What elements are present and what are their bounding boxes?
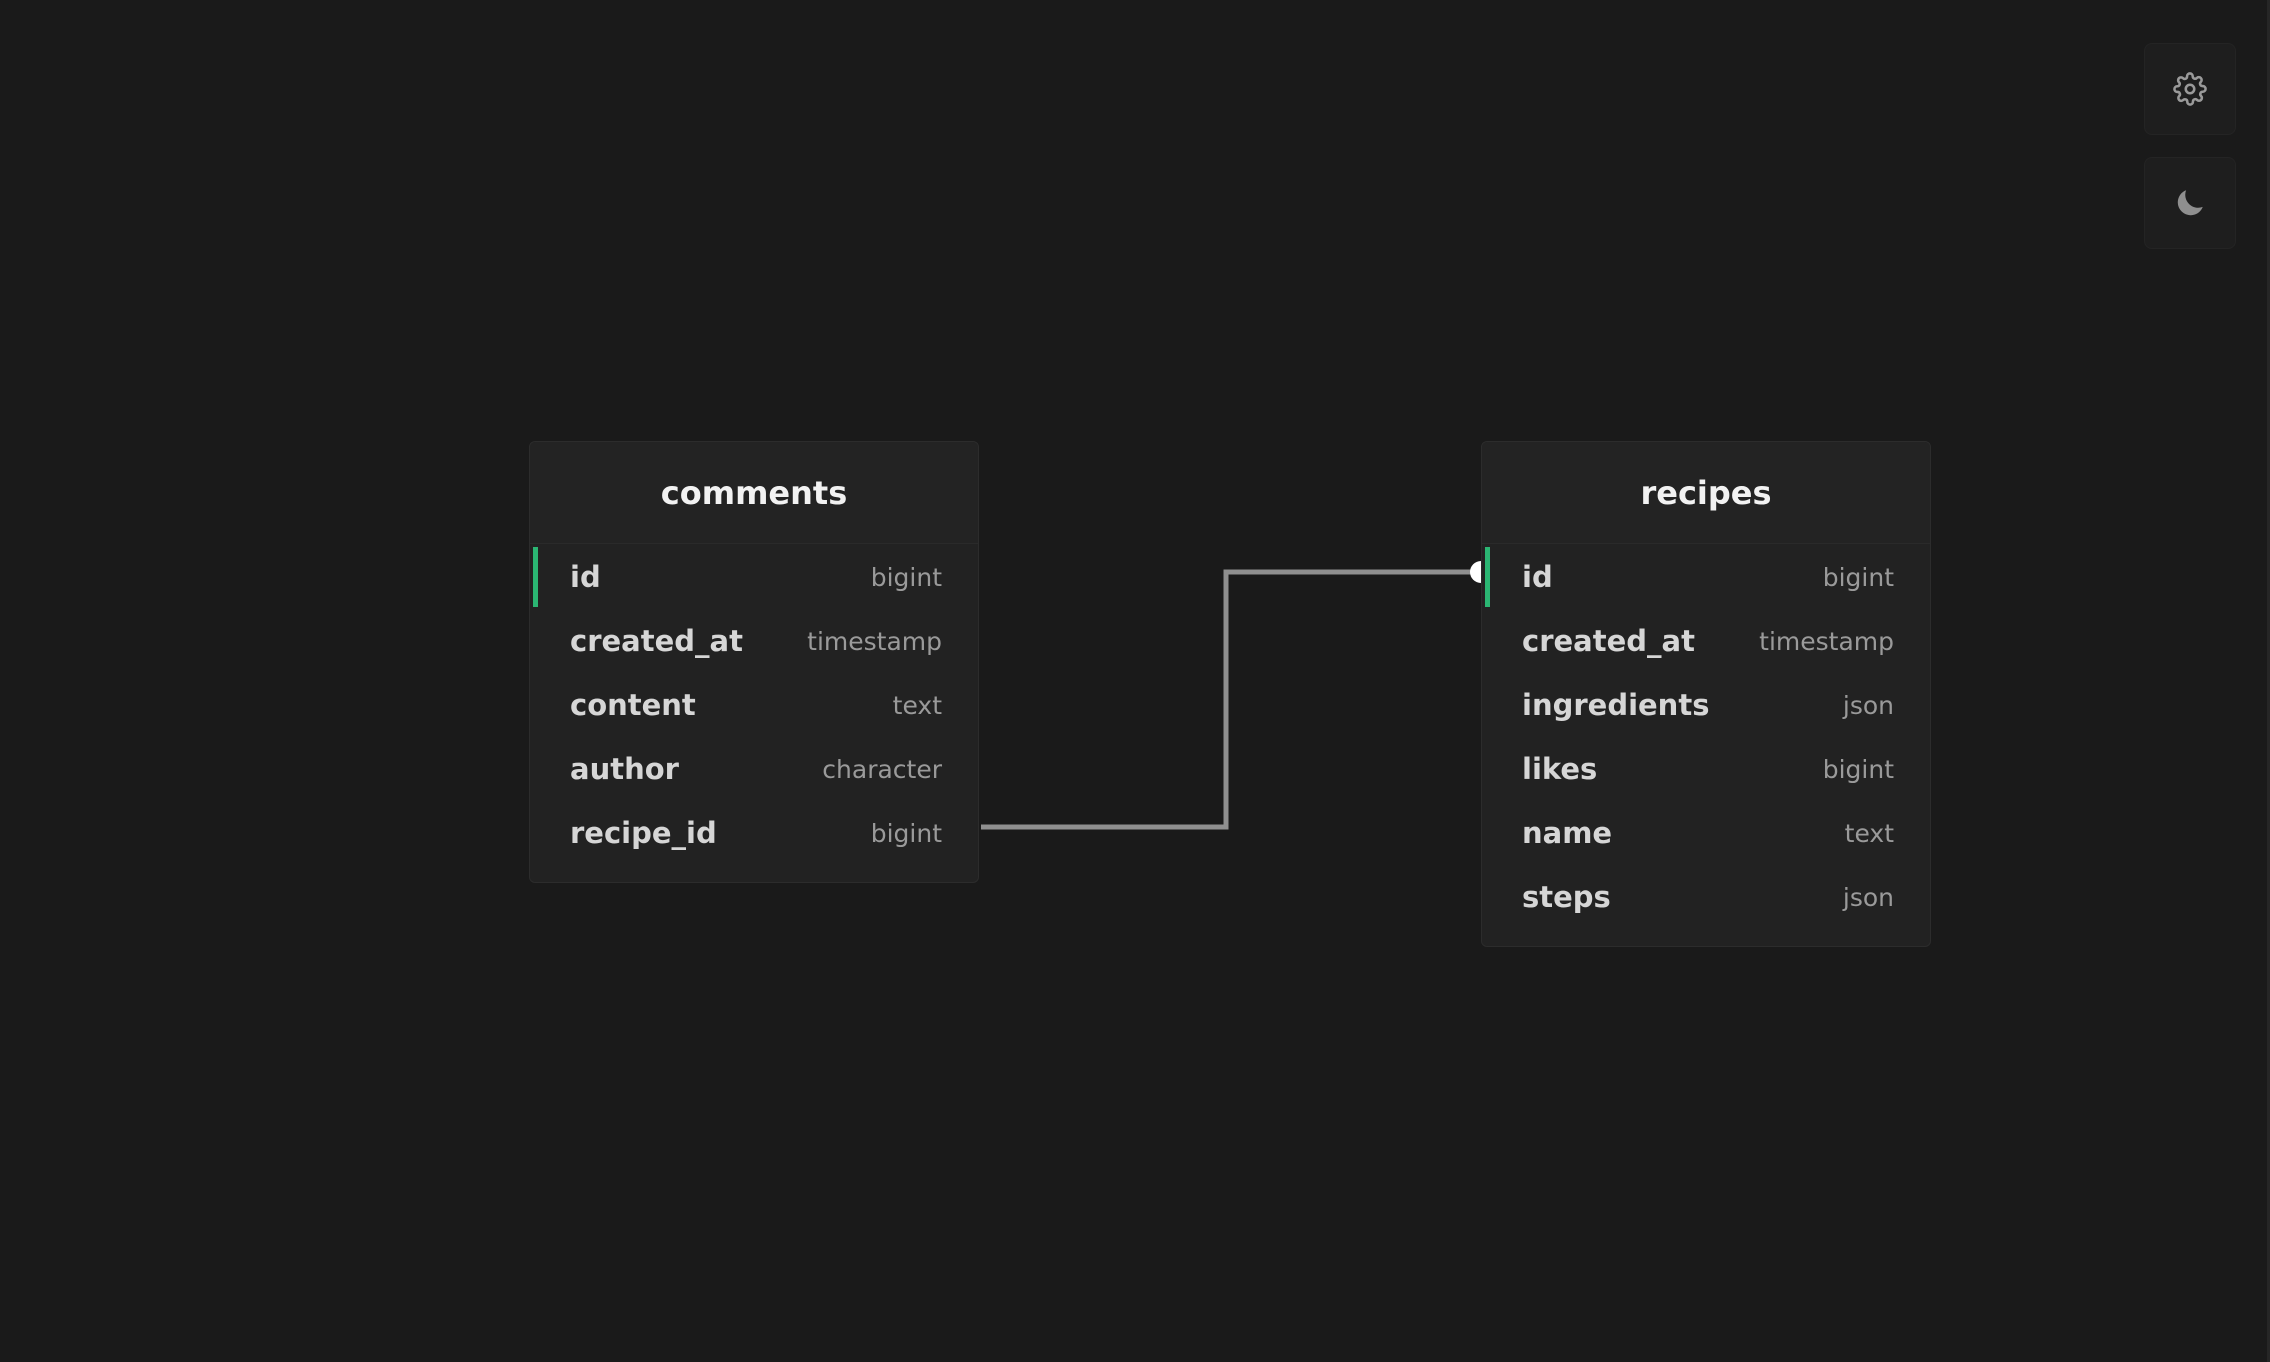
theme-toggle-button[interactable] (2144, 157, 2236, 249)
column-type: json (1842, 882, 1894, 912)
column-name: ingredients (1522, 688, 1710, 722)
column-name: recipe_id (570, 816, 717, 850)
relation-edge-recipe_id-to-id[interactable] (981, 569, 1478, 830)
column-type: bigint (870, 818, 942, 848)
scrollbar[interactable] (2267, 0, 2270, 1362)
column-row-content[interactable]: content text (530, 673, 978, 737)
gear-icon (2173, 72, 2207, 106)
column-type: timestamp (1759, 626, 1894, 656)
column-name: steps (1522, 880, 1611, 914)
column-row-created_at[interactable]: created_at timestamp (1482, 609, 1930, 673)
column-row-steps[interactable]: steps json (1482, 865, 1930, 929)
column-row-ingredients[interactable]: ingredients json (1482, 673, 1930, 737)
column-type: bigint (870, 562, 942, 592)
column-name: created_at (570, 624, 743, 658)
column-row-author[interactable]: author character (530, 737, 978, 801)
column-name: author (570, 752, 679, 786)
column-name: id (570, 560, 601, 594)
settings-button[interactable] (2144, 43, 2236, 135)
column-type: bigint (1822, 562, 1894, 592)
moon-icon (2177, 190, 2203, 216)
column-type: text (892, 690, 942, 720)
column-row-created_at[interactable]: created_at timestamp (530, 609, 978, 673)
column-type: character (822, 754, 942, 784)
column-row-likes[interactable]: likes bigint (1482, 737, 1930, 801)
column-row-recipe_id[interactable]: recipe_id bigint (530, 801, 978, 865)
column-name: name (1522, 816, 1613, 850)
table-node-recipes[interactable]: recipes id bigint created_at timestamp i… (1481, 441, 1931, 947)
table-title: comments (530, 442, 978, 544)
column-type: timestamp (807, 626, 942, 656)
column-type: bigint (1822, 754, 1894, 784)
column-name: id (1522, 560, 1553, 594)
column-name: created_at (1522, 624, 1695, 658)
table-node-comments[interactable]: comments id bigint created_at timestamp … (529, 441, 979, 883)
table-title: recipes (1482, 442, 1930, 544)
column-type: json (1842, 690, 1894, 720)
column-row-id[interactable]: id bigint (530, 545, 978, 609)
column-name: likes (1522, 752, 1598, 786)
column-row-name[interactable]: name text (1482, 801, 1930, 865)
column-name: content (570, 688, 696, 722)
column-type: text (1844, 818, 1894, 848)
column-row-id[interactable]: id bigint (1482, 545, 1930, 609)
